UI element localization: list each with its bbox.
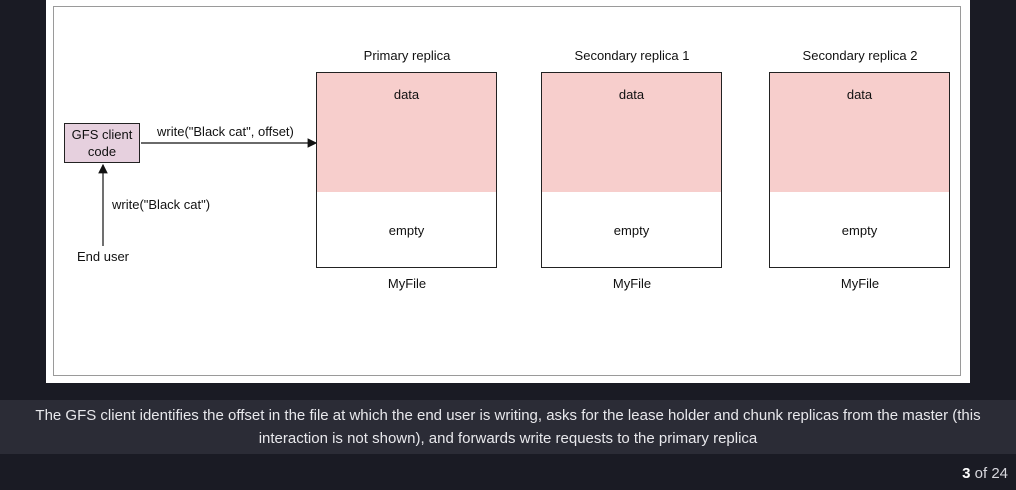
replica-box-secondary-1: data empty	[541, 72, 722, 268]
replica-box-secondary-2: data empty	[769, 72, 950, 268]
file-label: MyFile	[387, 276, 427, 291]
data-label: data	[618, 87, 645, 102]
write-call-label: write("Black cat", offset)	[157, 124, 294, 139]
empty-label: empty	[841, 223, 878, 238]
user-write-label: write("Black cat")	[112, 197, 211, 212]
diagram-border	[53, 6, 961, 376]
replica-title: Primary replica	[363, 48, 451, 63]
replica-box-primary: data empty	[316, 72, 497, 268]
file-label: MyFile	[840, 276, 880, 291]
gfs-client-box: GFS client code	[64, 123, 140, 163]
data-label: data	[393, 87, 420, 102]
data-region	[770, 73, 949, 192]
data-region	[317, 73, 496, 192]
empty-label: empty	[388, 223, 425, 238]
replica-title: Secondary replica 2	[802, 48, 918, 63]
pager-separator: of	[974, 465, 988, 482]
pager-total: 24	[991, 465, 1008, 482]
empty-label: empty	[613, 223, 650, 238]
file-label: MyFile	[612, 276, 652, 291]
client-box-line2: code	[87, 144, 117, 159]
end-user-label: End user	[76, 249, 130, 264]
slide-caption: The GFS client identifies the offset in …	[0, 400, 1016, 454]
client-box-line1: GFS client	[71, 127, 133, 142]
data-label: data	[846, 87, 873, 102]
pager-current: 3	[962, 465, 971, 482]
data-region	[542, 73, 721, 192]
replica-title: Secondary replica 1	[574, 48, 690, 63]
slide-pager: 3 of 24	[962, 465, 1008, 482]
